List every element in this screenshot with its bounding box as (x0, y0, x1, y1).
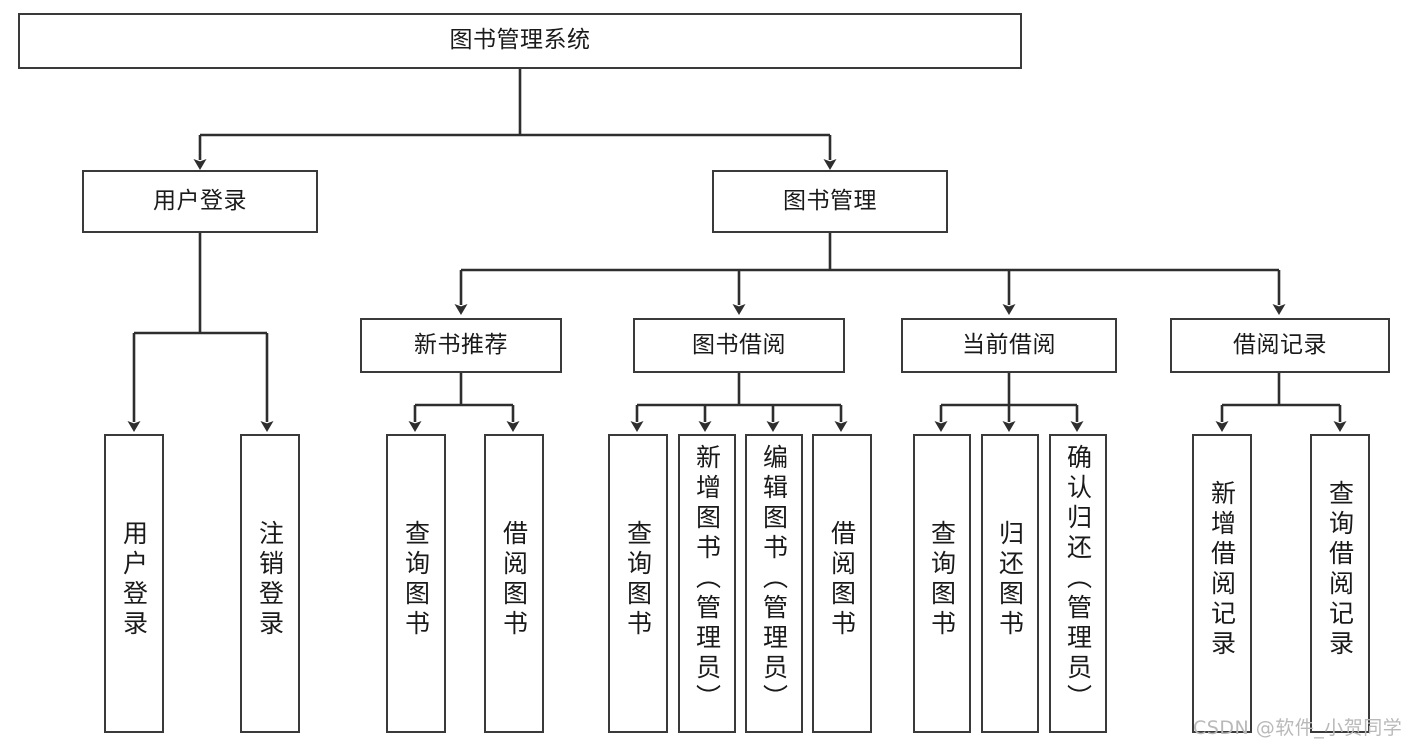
leaf-confirm-return[interactable]: 确认归还（管理员） (1049, 434, 1107, 733)
node-label: 图书管理系统 (449, 27, 591, 54)
leaf-add-book[interactable]: 新增图书（管理员） (678, 434, 736, 733)
leaf-query-book-1[interactable]: 查询图书 (386, 434, 446, 733)
node-book-manage[interactable]: 图书管理 (712, 170, 948, 233)
node-label: 用户登录 (153, 187, 247, 214)
node-new-book-recommend[interactable]: 新书推荐 (360, 318, 562, 373)
node-label: 编辑图书（管理员） (759, 444, 789, 714)
node-current-borrow[interactable]: 当前借阅 (901, 318, 1117, 373)
node-label: 新增借阅记录 (1207, 480, 1237, 660)
node-label: 借阅图书 (827, 520, 857, 640)
node-label: 图书借阅 (692, 331, 786, 358)
leaf-user-login[interactable]: 用户登录 (104, 434, 164, 733)
node-label: 当前借阅 (962, 331, 1056, 358)
node-label: 查询图书 (623, 520, 653, 640)
leaf-borrow-book-2[interactable]: 借阅图书 (812, 434, 872, 733)
node-label: 查询借阅记录 (1325, 480, 1355, 660)
leaf-borrow-book-1[interactable]: 借阅图书 (484, 434, 544, 733)
node-label: 新书推荐 (414, 331, 508, 358)
leaf-return-book[interactable]: 归还图书 (981, 434, 1039, 733)
node-borrow-record[interactable]: 借阅记录 (1170, 318, 1390, 373)
leaf-edit-book[interactable]: 编辑图书（管理员） (745, 434, 803, 733)
node-label: 查询图书 (927, 520, 957, 640)
node-label: 查询图书 (401, 520, 431, 640)
node-book-management-system[interactable]: 图书管理系统 (18, 13, 1022, 69)
node-user-login[interactable]: 用户登录 (82, 170, 318, 233)
node-label: 用户登录 (119, 520, 149, 640)
node-label: 新增图书（管理员） (692, 444, 722, 714)
node-label: 借阅记录 (1233, 331, 1327, 358)
node-label: 归还图书 (995, 520, 1025, 640)
node-label: 图书管理 (783, 187, 877, 214)
leaf-query-record[interactable]: 查询借阅记录 (1310, 434, 1370, 733)
node-book-borrow[interactable]: 图书借阅 (633, 318, 845, 373)
leaf-query-book-3[interactable]: 查询图书 (913, 434, 971, 733)
leaf-add-record[interactable]: 新增借阅记录 (1192, 434, 1252, 733)
leaf-query-book-2[interactable]: 查询图书 (608, 434, 668, 733)
node-label: 确认归还（管理员） (1063, 444, 1093, 714)
csdn-watermark: CSDN @软件_小贺同学 (1193, 717, 1403, 739)
leaf-logout-login[interactable]: 注销登录 (240, 434, 300, 733)
node-label: 注销登录 (255, 520, 285, 640)
node-label: 借阅图书 (499, 520, 529, 640)
